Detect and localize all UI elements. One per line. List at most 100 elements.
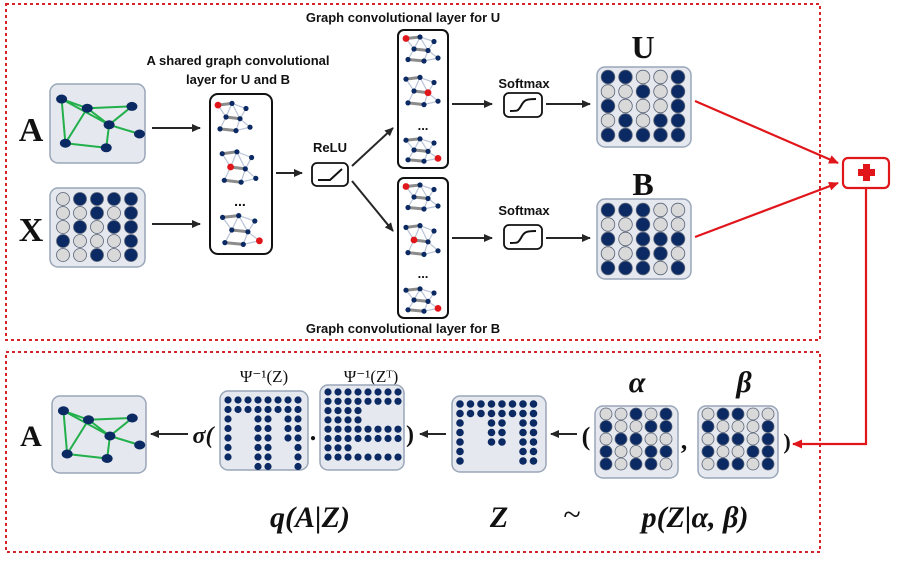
mini-graph-node bbox=[421, 102, 427, 108]
matrix-cell bbox=[599, 420, 613, 433]
matrix-dot bbox=[384, 434, 392, 443]
matrix-cell bbox=[600, 98, 616, 114]
mini-graph-edge bbox=[419, 184, 429, 199]
softmax-b-sigmoid-icon bbox=[503, 224, 543, 250]
graph-node bbox=[61, 449, 73, 459]
matrix-cell bbox=[653, 246, 668, 261]
matrix-cell bbox=[659, 457, 673, 471]
matrix-dot bbox=[344, 397, 352, 405]
mini-graph-node bbox=[236, 213, 242, 219]
mini-graph-node bbox=[425, 47, 431, 54]
arrow-b-to-plus bbox=[694, 181, 839, 239]
mini-graph-edge bbox=[419, 225, 429, 243]
matrix-cell bbox=[107, 248, 121, 262]
matrix-cell bbox=[618, 69, 633, 85]
graph-node bbox=[81, 103, 93, 113]
matrix-dot bbox=[456, 400, 464, 408]
matrix-cell bbox=[614, 432, 628, 446]
gcn-b-stack: ... bbox=[397, 177, 449, 319]
mini-graph-edge bbox=[407, 251, 425, 256]
matrix-dot bbox=[224, 424, 232, 433]
matrix-cell bbox=[599, 445, 613, 458]
gcn-u-stack: ... bbox=[397, 29, 449, 169]
mini-graph-edge bbox=[231, 228, 249, 234]
matrix-dot bbox=[529, 438, 538, 446]
matrix-cell bbox=[614, 420, 628, 433]
matrix-dot bbox=[394, 397, 402, 405]
matrix-dot bbox=[498, 419, 506, 427]
matrix-cell bbox=[73, 248, 87, 262]
matrix-dot bbox=[477, 409, 485, 418]
mini-graph-node bbox=[233, 128, 239, 134]
matrix-dot bbox=[487, 419, 496, 427]
matrix-dot bbox=[519, 400, 527, 408]
matrix-dot bbox=[234, 396, 242, 404]
matrix-cell bbox=[90, 192, 104, 206]
matrix-cell bbox=[746, 445, 760, 458]
matrix-cell bbox=[600, 217, 616, 232]
beta-matrix bbox=[697, 405, 779, 479]
matrix-cell bbox=[635, 260, 651, 276]
mini-graph-node bbox=[243, 105, 249, 112]
matrix-dot bbox=[519, 428, 527, 437]
matrix-cell bbox=[716, 432, 730, 446]
matrix-cell bbox=[746, 457, 760, 471]
mini-graph-node bbox=[402, 35, 410, 42]
matrix-dot bbox=[324, 453, 332, 461]
mini-graph-node bbox=[424, 89, 432, 97]
matrix-cell bbox=[731, 432, 745, 446]
matrix-dot bbox=[244, 405, 252, 414]
matrix-dot bbox=[344, 444, 352, 452]
mini-graph-edge bbox=[224, 178, 242, 184]
relu-label: ReLU bbox=[313, 140, 347, 155]
matrix-cell bbox=[701, 407, 715, 421]
matrix-cell bbox=[599, 432, 613, 446]
graph-edge bbox=[66, 419, 90, 455]
matrix-cell bbox=[618, 98, 633, 114]
matrix-cell bbox=[659, 432, 673, 446]
matrix-dot bbox=[274, 405, 282, 414]
u-stack-ellipsis: ... bbox=[418, 118, 429, 133]
psi-inv-zt-matrix bbox=[319, 384, 405, 471]
mini-graph-node bbox=[252, 218, 258, 224]
matrix-dot bbox=[519, 409, 527, 418]
graph-node bbox=[59, 138, 71, 148]
matrix-dot bbox=[224, 415, 232, 423]
mini-graph-node bbox=[411, 88, 417, 94]
close-paren-2: ) bbox=[783, 429, 790, 454]
matrix-cell bbox=[107, 234, 121, 248]
matrix-dot bbox=[284, 405, 292, 414]
mini-graph-edge bbox=[407, 101, 425, 107]
mini-graph-node bbox=[421, 206, 427, 212]
mini-graph-node bbox=[240, 241, 246, 247]
matrix-dot bbox=[264, 396, 272, 404]
matrix-dot bbox=[384, 397, 392, 405]
mini-graph-node bbox=[403, 137, 409, 143]
matrix-cell bbox=[635, 246, 651, 261]
mini-graph-node bbox=[238, 179, 244, 185]
output-b-label: B bbox=[632, 166, 653, 202]
matrix-dot bbox=[284, 424, 292, 433]
graph-edge bbox=[60, 98, 67, 144]
matrix-cell bbox=[653, 127, 668, 143]
matrix-dot bbox=[519, 447, 527, 456]
gcl-u-title: Graph convolutional layer for U bbox=[306, 10, 500, 25]
matrix-dot bbox=[529, 419, 538, 427]
matrix-cell bbox=[635, 98, 651, 114]
mini-graph-edge bbox=[231, 103, 241, 119]
matrix-dot bbox=[508, 409, 517, 418]
matrix-cell bbox=[659, 420, 673, 433]
mini-graph-edge bbox=[236, 151, 252, 159]
matrix-cell bbox=[629, 420, 643, 433]
matrix-dot bbox=[264, 424, 272, 433]
mini-graph-edge bbox=[407, 58, 425, 63]
matrix-cell bbox=[761, 432, 775, 446]
mini-graph-node bbox=[431, 228, 437, 234]
matrix-cell bbox=[56, 248, 70, 262]
matrix-cell bbox=[600, 231, 616, 247]
mini-graph-node bbox=[247, 124, 253, 130]
mini-graph-node bbox=[431, 140, 437, 146]
matrix-dot bbox=[529, 457, 538, 465]
u-matrix-panel bbox=[596, 66, 692, 148]
mini-graph-node bbox=[417, 136, 423, 142]
